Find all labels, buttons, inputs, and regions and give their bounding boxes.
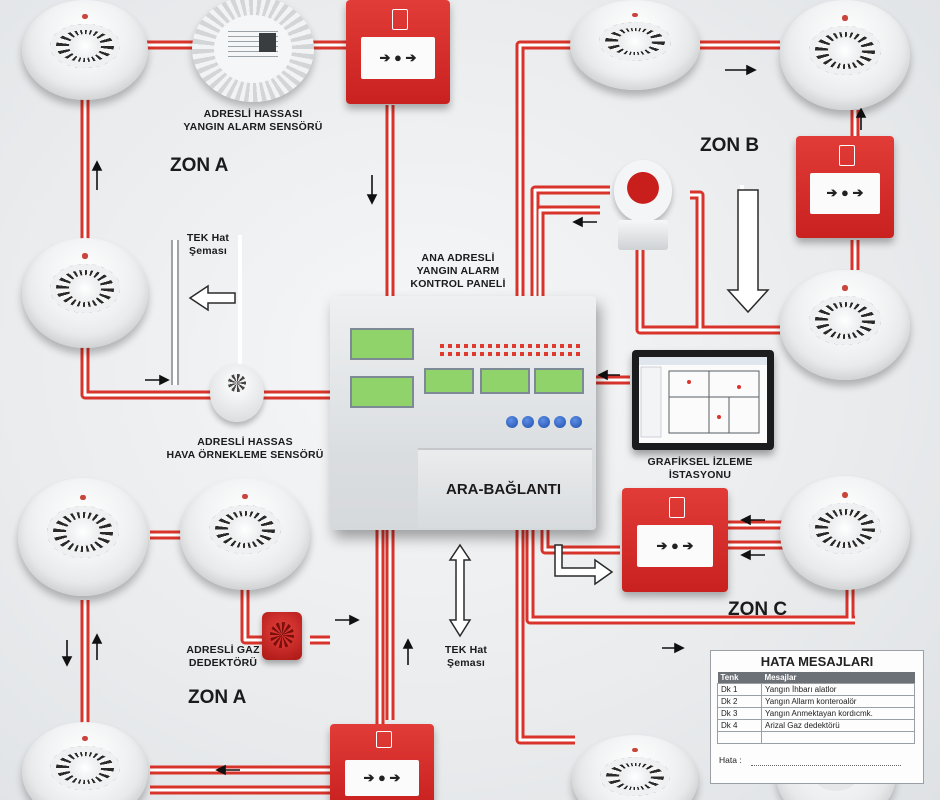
double-hollow-arrow-icon: [448, 543, 472, 638]
smoke-detector-icon: [22, 722, 148, 800]
label-gas-detector: ADRESLİ GAZ DEDEKTÖRÜ: [186, 644, 260, 669]
error-message: Yangın İhbarı alatlor: [761, 683, 915, 696]
label-tek-hat-top: TEK Hat Şeması: [186, 232, 230, 257]
smoke-detector-icon: [572, 735, 698, 800]
label-ara-baglanti: ARA-BAĞLANTI: [446, 481, 561, 498]
fire-symbol-icon: [839, 145, 855, 166]
error-message: Arizal Gaz dedektörü: [761, 719, 915, 732]
smoke-detector-icon: [570, 0, 700, 90]
error-footer-line: [751, 765, 901, 766]
siren-beacon-icon: [608, 160, 680, 252]
panel-lcd-5: [534, 368, 584, 394]
addressable-sensor-base-icon: [192, 0, 314, 102]
error-code: Dk 4: [717, 719, 762, 732]
fire-symbol-icon: [375, 731, 393, 749]
label-tek-hat-bottom: TEK Hat Şeması: [444, 644, 488, 669]
error-code: Dk 3: [717, 707, 762, 720]
label-panel-title: ANA ADRESLİ YANGIN ALARM KONTROL PANELİ: [410, 252, 506, 290]
error-header-message: Mesajlar: [761, 672, 915, 684]
smoke-detector-icon: [22, 0, 148, 100]
right-hollow-arrow-icon: [554, 544, 614, 586]
error-header-code: Tenk: [717, 672, 762, 684]
graphic-monitoring-station: [632, 350, 774, 450]
error-message: [761, 731, 915, 744]
error-code: Dk 1: [717, 683, 762, 696]
gas-detector-icon: [262, 612, 302, 660]
manual-call-point: ➔ ● ➔: [622, 488, 728, 592]
tek-hat-arrow-icon: [188, 284, 236, 312]
label-zone-b: ZON B: [700, 135, 760, 156]
smoke-detector-icon: [780, 476, 910, 590]
table-row: [717, 731, 915, 744]
fire-symbol-icon: [668, 497, 686, 519]
error-message: Yangın Allarm konteroalör: [761, 695, 915, 708]
smoke-detector-icon: [18, 478, 148, 596]
error-footer-label: Hata :: [719, 755, 742, 765]
floor-plan-icon: [639, 357, 767, 438]
label-grafiksel: GRAFİKSEL İZLEME İSTASYONU: [647, 456, 753, 481]
panel-lcd-2: [350, 376, 414, 408]
manual-call-point: ➔ ● ➔: [796, 136, 894, 238]
air-sampling-sensor-icon: [210, 364, 264, 422]
label-air-sampling: ADRESLİ HASSAS HAVA ÖRNEKLEME SENSÖRÜ: [166, 436, 324, 461]
manual-call-point: ➔ ● ➔: [330, 724, 434, 800]
panel-lcd-1: [350, 328, 414, 360]
error-table-title: HATA MESAJLARI: [760, 654, 874, 669]
error-code: [717, 731, 762, 744]
down-hollow-arrow-icon: [726, 189, 770, 314]
error-code: Dk 2: [717, 695, 762, 708]
smoke-detector-icon: [22, 238, 148, 348]
fire-symbol-icon: [391, 9, 409, 31]
label-zone-a-bottom: ZON A: [188, 687, 247, 708]
smoke-detector-icon: [780, 270, 910, 380]
smoke-detector-icon: [780, 0, 910, 110]
smoke-detector-icon: [180, 478, 310, 590]
label-zone-c: ZON C: [728, 599, 788, 620]
control-panel: [330, 296, 596, 530]
panel-lcd-4: [480, 368, 530, 394]
label-zone-a-top: ZON A: [170, 155, 229, 176]
error-message: Yangın Anmektayan kordıcmk.: [761, 707, 915, 720]
panel-lcd-3: [424, 368, 474, 394]
manual-call-point: ➔ ● ➔: [346, 0, 450, 104]
label-sensor-top: ADRESLİ HASSASI YANGIN ALARM SENSÖRÜ: [183, 108, 323, 133]
